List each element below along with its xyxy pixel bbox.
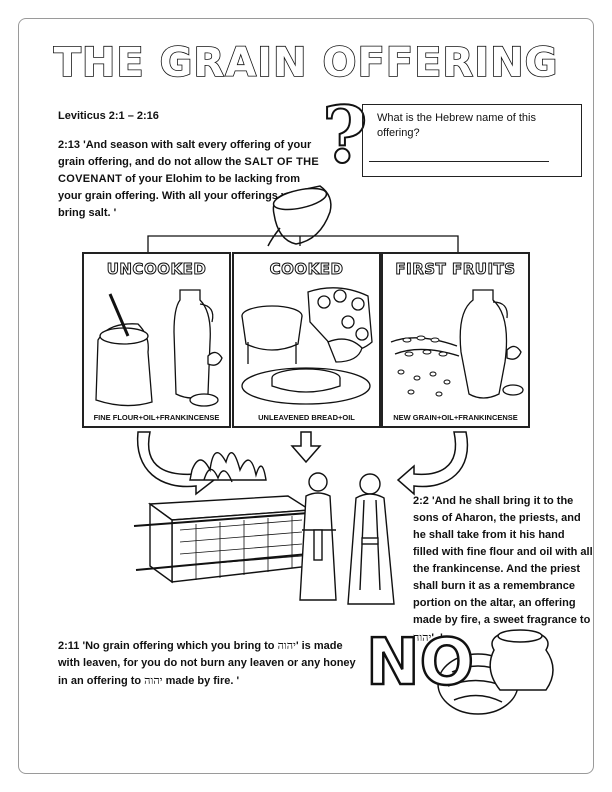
grain-jar-icon [390, 289, 524, 399]
panel-title: FIRST FRUITS [395, 260, 516, 279]
answer-line[interactable] [369, 161, 549, 162]
panel-title: COOKED [269, 260, 344, 279]
question-box: What is the Hebrew name of this offering… [362, 104, 582, 177]
verse-2-11-part2: ' is made with leaven, for you do not bu… [58, 640, 356, 687]
panel-uncooked: UNCOOKED FINE FLOUR+OIL+FRANKINCENSE [82, 252, 231, 428]
divine-name: יהוה [144, 674, 163, 687]
verse-2-2-end: '. ' [431, 632, 443, 644]
priests-icon [299, 472, 395, 605]
verse-2-13: 2:13 'And season with salt every offerin… [58, 137, 323, 222]
verse-2-2: 2:2 'And he shall bring it to the sons o… [413, 493, 593, 647]
divine-name: יהוה [277, 639, 296, 652]
verse-2-13-lead: 2:13 'And season with salt every offerin… [58, 139, 312, 168]
verse-2-13-tail: of your Elohim to be lacking from your g… [58, 173, 301, 219]
panel-caption: NEW GRAIN+OIL+FRANKINCENSE [393, 413, 518, 422]
question-mark-icon: ? [321, 90, 369, 181]
jar-icon [489, 629, 554, 691]
panel-caption: UNLEAVENED BREAD+OIL [258, 413, 355, 422]
panel-title: UNCOOKED [106, 260, 207, 279]
arrow-right [396, 431, 469, 496]
panel-connector [147, 235, 459, 252]
panel-first-fruits: FIRST FRUITS NEW GRAIN+OIL+FRANKINCENSE [381, 252, 530, 428]
verse-2-11: 2:11 'No grain offering which you bring … [58, 637, 358, 690]
verse-2-13-emphasis: SALT OF THE COVENANT [58, 156, 319, 185]
verse-2-2-text: 2:2 'And he shall bring it to the sons o… [413, 495, 593, 626]
altar-fire-icon [133, 452, 331, 584]
arrow-center [290, 431, 322, 464]
panel-cooked: COOKED UNLEAVENED BREAD+OIL [232, 252, 381, 428]
verse-2-11-part1: 2:11 'No grain offering which you bring … [58, 640, 278, 652]
scripture-reference: Leviticus 2:1 – 2:16 [58, 110, 159, 122]
divine-name: יהוה [413, 631, 432, 644]
panel-caption: FINE FLOUR+OIL+FRANKINCENSE [93, 413, 220, 422]
question-text: What is the Hebrew name of this offering… [377, 112, 536, 139]
page-title: THE GRAIN OFFERING [53, 39, 559, 87]
verse-2-11-part3: made by fire. ' [162, 675, 240, 687]
bread-pan-icon [241, 287, 373, 405]
flour-sack-icon [95, 289, 223, 407]
page-border [18, 18, 594, 774]
no-label: NO [365, 626, 475, 700]
salt-bowl-icon [267, 185, 332, 247]
